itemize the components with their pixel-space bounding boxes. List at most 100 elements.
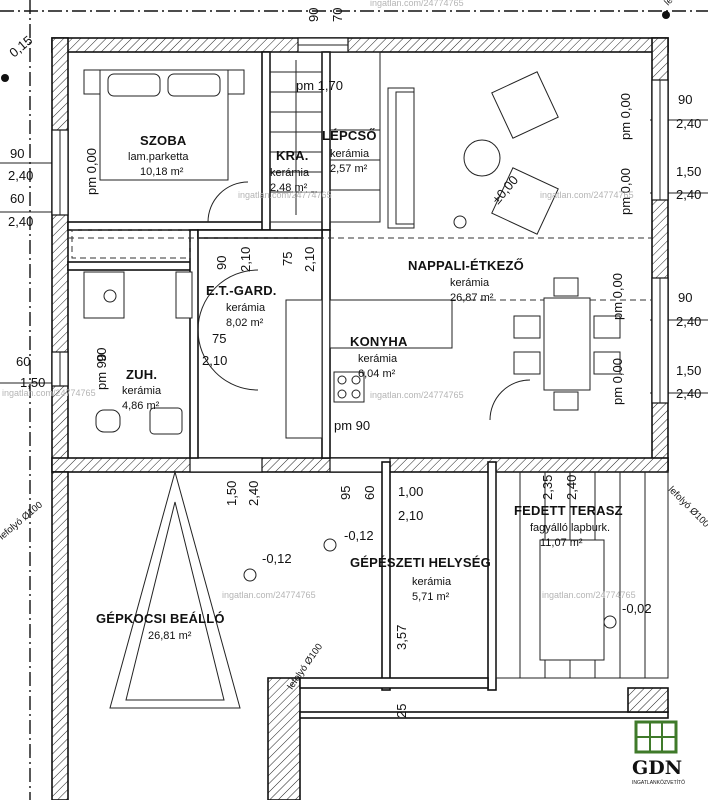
room-terasz-material: fagyálló lapburk.	[530, 522, 610, 534]
level-markers	[243, 215, 617, 629]
dim-bot-240: 2,40	[246, 481, 261, 506]
room-szoba-material: lam.parketta	[128, 151, 189, 163]
watermark: ingatlan.com/24774765	[370, 0, 464, 8]
room-szoba-name: SZOBA	[140, 133, 187, 148]
dining-table	[513, 277, 621, 411]
dim-left-240: 2,40	[8, 168, 33, 183]
room-gard-material: kerámia	[226, 302, 266, 314]
room-zuh-area: 4,86 m²	[122, 400, 160, 412]
level-pm90-konyha: pm 90	[334, 418, 370, 433]
dim-right-240c: 2,40	[676, 314, 701, 329]
dim-kra-75: 75	[280, 252, 295, 266]
room-konyha-name: KONYHA	[350, 334, 408, 349]
dim-right-240b: 2,40	[676, 187, 701, 202]
watermark: ingatlan.com/24774765	[222, 590, 316, 600]
dim-top-70: 70	[330, 8, 345, 22]
logo-subtext: INGATLANKÖZVETÍTŐ	[632, 779, 685, 786]
level-p015: 0,15	[6, 33, 35, 61]
room-gepeszeti-material: kerámia	[412, 576, 452, 588]
dim-left-150: 1,50	[20, 375, 45, 390]
bed	[83, 69, 245, 181]
living-furniture	[387, 71, 559, 235]
bathroom-fixtures	[83, 271, 193, 435]
room-konyha-material: kerámia	[358, 353, 398, 365]
level-pm000-right-c: pm 0,00	[610, 273, 625, 320]
level-m002: -0,02	[622, 601, 652, 616]
dim-right-150a: 1,50	[676, 164, 701, 179]
room-gard-area: 8,02 m²	[226, 317, 264, 329]
dim-gard-75: 75	[212, 331, 226, 346]
dim-kra-210b: 2,10	[302, 247, 317, 272]
level-pm90-zuh: pm 90	[94, 354, 109, 390]
dim-ter-235: 2,35	[540, 475, 555, 500]
watermark: ingatlan.com/24774765	[238, 190, 332, 200]
note-lefolyo-d: lefolyó Ø100	[666, 484, 708, 529]
doors	[197, 181, 531, 421]
garage-outline	[109, 470, 241, 709]
dim-gep-357: 3,57	[394, 625, 409, 650]
dim-ter-240: 2,40	[564, 475, 579, 500]
outer-walls	[51, 37, 669, 473]
kitchen-counter	[285, 299, 453, 439]
dim-gep-25: 25	[394, 704, 409, 718]
dim-top-90: 90	[306, 8, 321, 22]
room-terasz-name: FEDETT TERASZ	[514, 503, 623, 518]
level-pm000-right-d: pm 0,00	[610, 358, 625, 405]
level-m012-b: -0,12	[262, 551, 292, 566]
room-gepeszeti-name: GÉPÉSZETI HELYSÉG	[350, 555, 491, 570]
gdn-logo: GDN INGATLANKÖZVETÍTŐ	[632, 720, 685, 786]
room-zuh-name: ZUH.	[126, 367, 157, 382]
dim-left-60: 60	[10, 191, 24, 206]
dim-bot-95: 95	[338, 486, 353, 500]
room-lepcso-material: kerámia	[330, 148, 370, 160]
room-kamra-name: KRA.	[276, 148, 309, 163]
room-terasz-area: 11,07 m²	[540, 537, 583, 549]
room-lepcso-area: 2,57 m²	[330, 163, 368, 175]
dim-zuh-90: 90	[94, 348, 109, 362]
room-gard-name: E.T.-GARD.	[206, 283, 277, 298]
dim-bot-60: 60	[362, 486, 377, 500]
lower-walls	[51, 461, 669, 800]
dim-right-240a: 2,40	[676, 116, 701, 131]
room-kamra-area: 2,48 m²	[270, 182, 308, 194]
level-pm000-right-b: pm 0,00	[618, 168, 633, 215]
level-pm000-right-a: pm 0,00	[618, 93, 633, 140]
logo-text: GDN	[632, 757, 682, 779]
dim-bot-100: 1,00	[398, 484, 423, 499]
dim-gard-210: 2,10	[202, 353, 227, 368]
room-gepeszeti-area: 5,71 m²	[412, 591, 450, 603]
room-lepcso-name: LÉPCSŐ	[322, 128, 377, 143]
dim-left-60b: 60	[16, 354, 30, 369]
terrace-tiles	[495, 471, 669, 679]
room-beallo-name: GÉPKOCSI BEÁLLÓ	[96, 611, 225, 626]
dim-kra-210: 2,10	[238, 247, 253, 272]
watermark: ingatlan.com/24774765	[540, 190, 634, 200]
watermark: ingatlan.com/24774765	[2, 388, 96, 398]
note-lefolyo-a: lefolyó Ø100	[0, 500, 45, 543]
level-m012-a: -0,12	[344, 528, 374, 543]
room-zuh-material: kerámia	[122, 385, 162, 397]
room-kamra-material: kerámia	[270, 167, 310, 179]
watermark: ingatlan.com/24774765	[542, 590, 636, 600]
note-lefolyo-c: lefolyó Ø100	[662, 0, 707, 8]
dim-bot-210: 2,10	[398, 508, 423, 523]
dim-left-90: 90	[10, 146, 24, 161]
room-nappali-material: kerámia	[450, 277, 490, 289]
room-beallo-area: 26,81 m²	[148, 630, 192, 642]
stairs	[269, 51, 381, 223]
dim-right-90a: 90	[678, 92, 692, 107]
level-pm000-left: pm 0,00	[84, 148, 99, 195]
room-nappali-name: NAPPALI-ÉTKEZŐ	[408, 258, 524, 273]
dim-right-240d: 2,40	[676, 386, 701, 401]
interior-walls	[67, 51, 331, 459]
watermark: ingatlan.com/24774765	[370, 390, 464, 400]
dim-left-240b: 2,40	[8, 214, 33, 229]
room-konyha-area: 6,04 m²	[358, 368, 396, 380]
room-szoba-area: 10,18 m²	[140, 166, 184, 178]
dim-right-90b: 90	[678, 290, 692, 305]
dim-bot-150: 1,50	[224, 481, 239, 506]
level-pm170: pm 1,70	[296, 78, 343, 93]
dim-right-150b: 1,50	[676, 363, 701, 378]
dim-kra-90: 90	[214, 256, 229, 270]
